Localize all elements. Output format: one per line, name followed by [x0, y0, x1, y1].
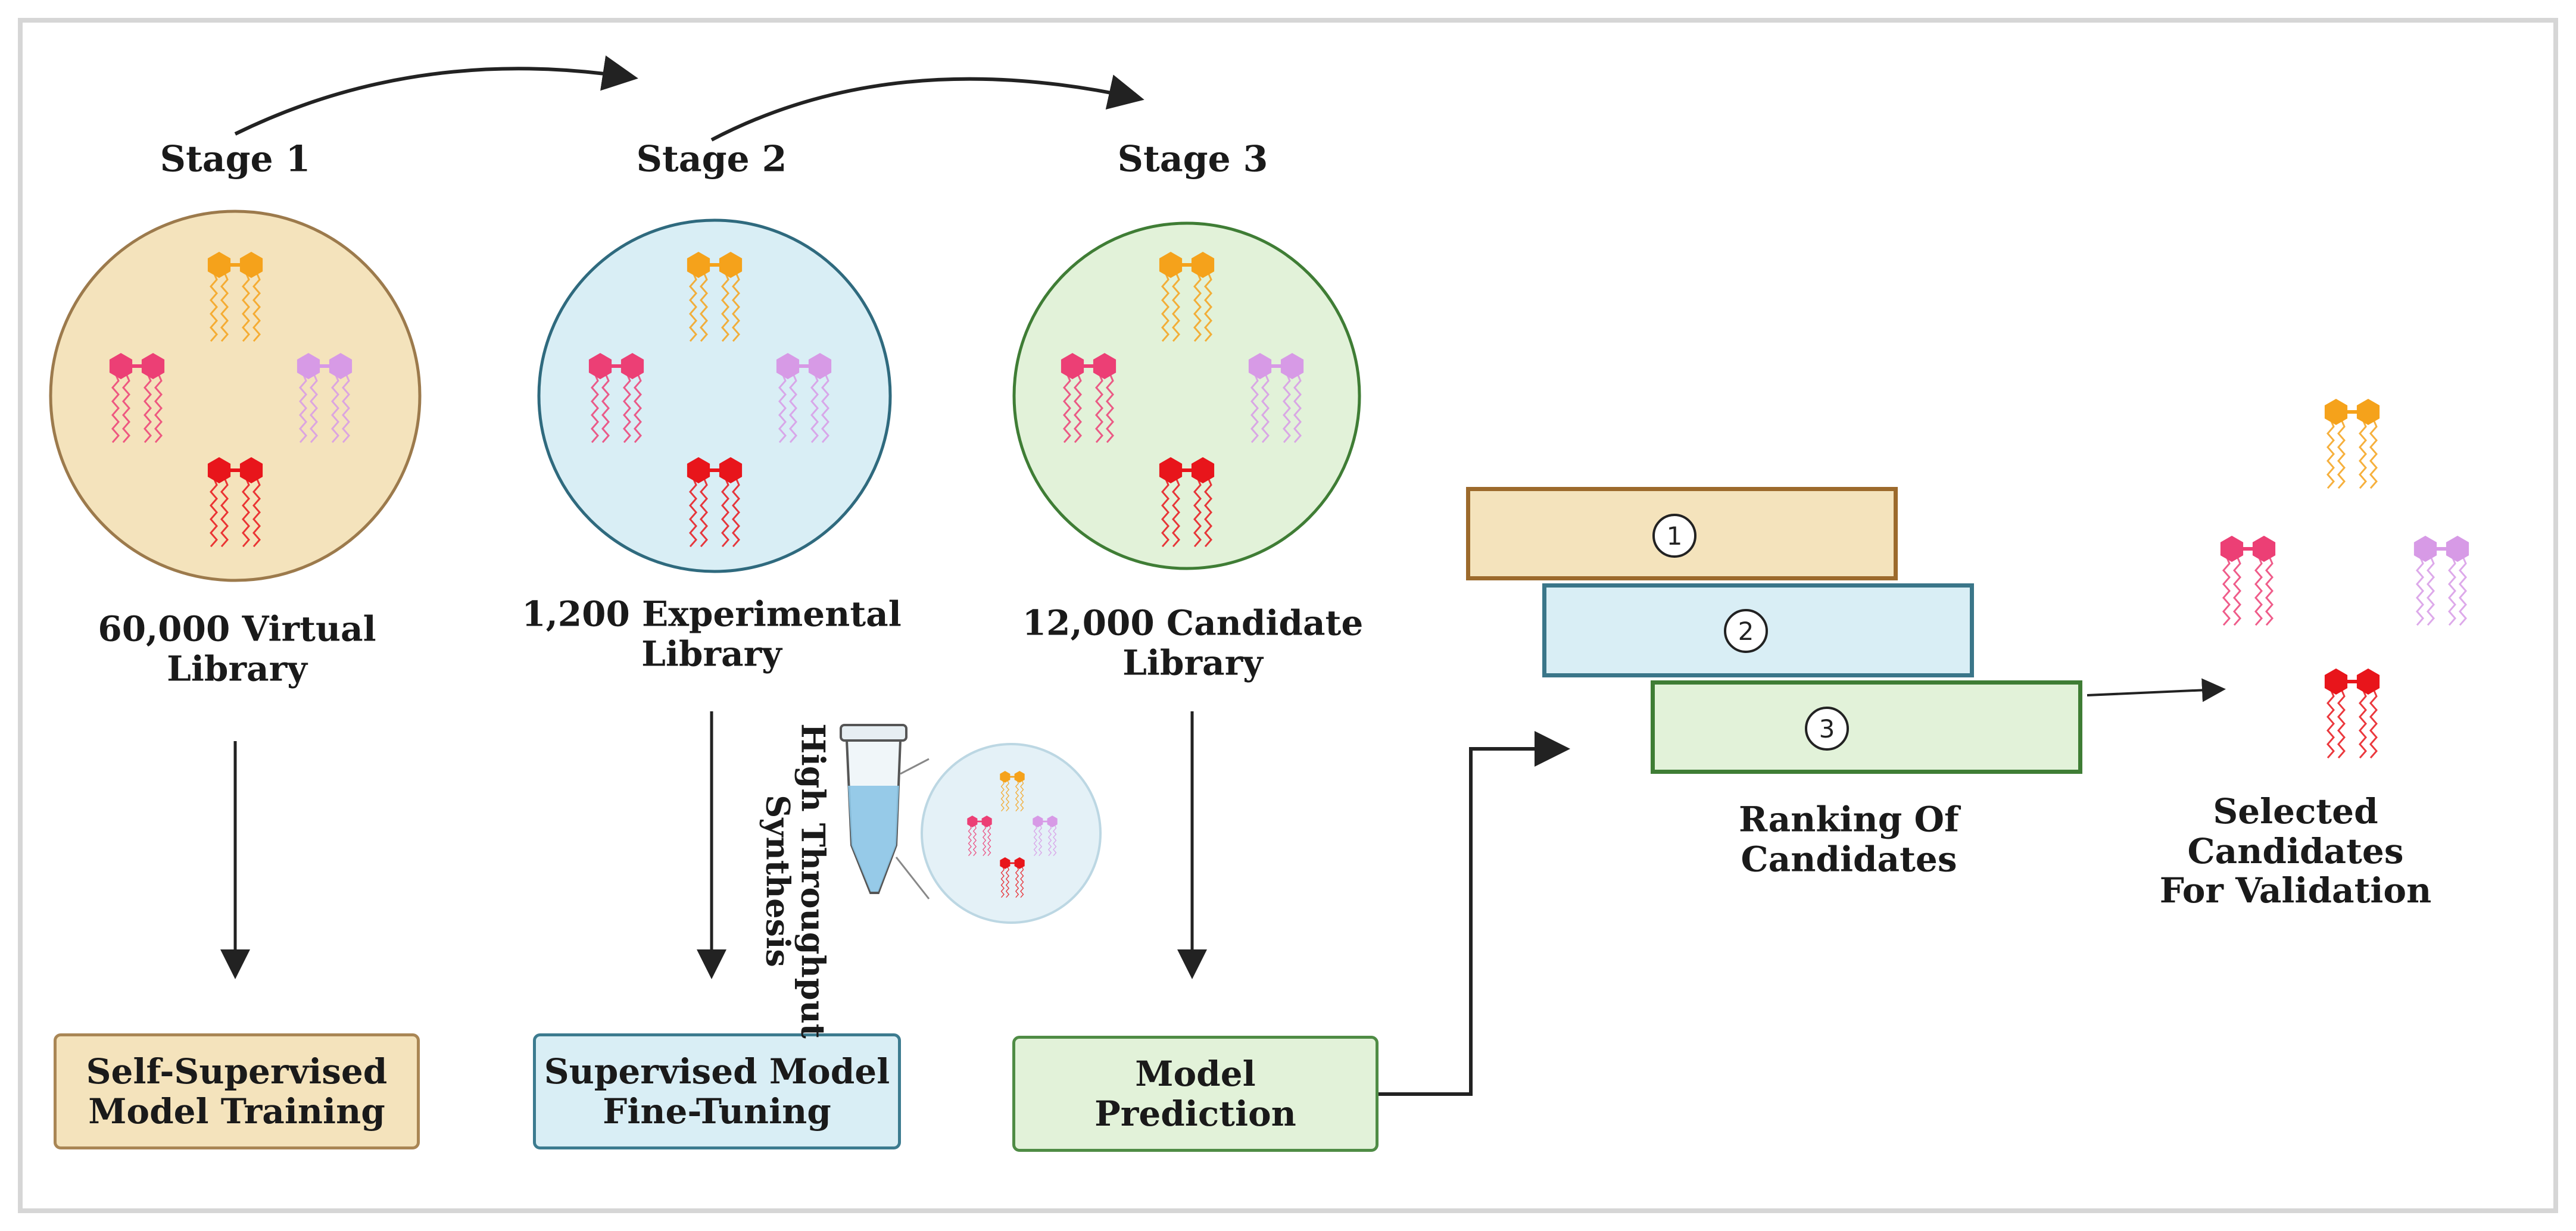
stage-3-label: Stage 3 [1117, 138, 1268, 180]
curved-arrow-stage1-to-stage2 [234, 55, 638, 136]
curved-arrow-stage2-to-stage3 [710, 74, 1144, 142]
ranking-caption: Ranking Of Candidates [1739, 799, 1959, 879]
arrow-prediction-to-ranking [1379, 731, 1570, 1096]
stage-1-library-label: 60,000 Virtual Library [98, 608, 376, 689]
molecule-red-icon [687, 457, 743, 548]
model-prediction-box: Model Prediction [1012, 1036, 1379, 1152]
stage-2-circle [537, 218, 892, 573]
molecule-pink-icon [588, 353, 644, 443]
molecule-red-icon [1159, 457, 1215, 548]
self-supervised-training-label: Self-Supervised Model Training [86, 1051, 388, 1132]
stage-1-circle [49, 210, 422, 582]
molecule-orange-icon [2324, 399, 2380, 489]
zoom-lens-circle [921, 743, 1102, 924]
stage-3-library-label: 12,000 Candidate Library [1022, 602, 1364, 683]
molecule-lavender-icon [2413, 536, 2469, 626]
molecule-red-icon [1000, 857, 1025, 898]
molecule-lavender-icon [1033, 816, 1058, 857]
self-supervised-training-box: Self-Supervised Model Training [54, 1033, 420, 1149]
tube-icon [840, 724, 930, 899]
diagram-frame [18, 18, 2558, 1213]
molecule-red-icon [2324, 668, 2380, 759]
arrow-ranking-to-selected [2087, 678, 2226, 702]
stage-1-label: Stage 1 [160, 138, 311, 180]
molecule-pink-icon [2220, 536, 2276, 626]
rank-number-3: 3 [1805, 707, 1849, 751]
high-throughput-synthesis-label: High Throughput Synthesis [759, 723, 832, 1039]
molecule-orange-icon [687, 252, 743, 342]
molecule-lavender-icon [1248, 353, 1304, 443]
rank-number-2: 2 [1724, 609, 1768, 653]
supervised-fine-tuning-box: Supervised Model Fine-Tuning [533, 1033, 901, 1149]
ranking-bar-3 [1651, 680, 2082, 774]
rank-number-1: 1 [1652, 514, 1696, 558]
stage-3-circle [1012, 221, 1361, 570]
selected-candidates-caption: Selected Candidates For Validation [2159, 791, 2432, 911]
molecule-orange-icon [1000, 771, 1025, 812]
molecule-lavender-icon [776, 353, 832, 443]
molecule-pink-icon [1061, 353, 1117, 443]
molecule-pink-icon [967, 816, 992, 857]
molecule-layer [109, 252, 2469, 898]
molecule-red-icon [207, 457, 263, 548]
stage-2-label: Stage 2 [636, 138, 787, 180]
molecule-lavender-icon [297, 353, 353, 443]
molecule-orange-icon [207, 252, 263, 342]
molecule-orange-icon [1159, 252, 1215, 342]
molecule-pink-icon [109, 353, 165, 443]
supervised-fine-tuning-label: Supervised Model Fine-Tuning [544, 1051, 890, 1132]
stage-2-library-label: 1,200 Experimental Library [522, 593, 902, 674]
model-prediction-label: Model Prediction [1094, 1053, 1296, 1134]
